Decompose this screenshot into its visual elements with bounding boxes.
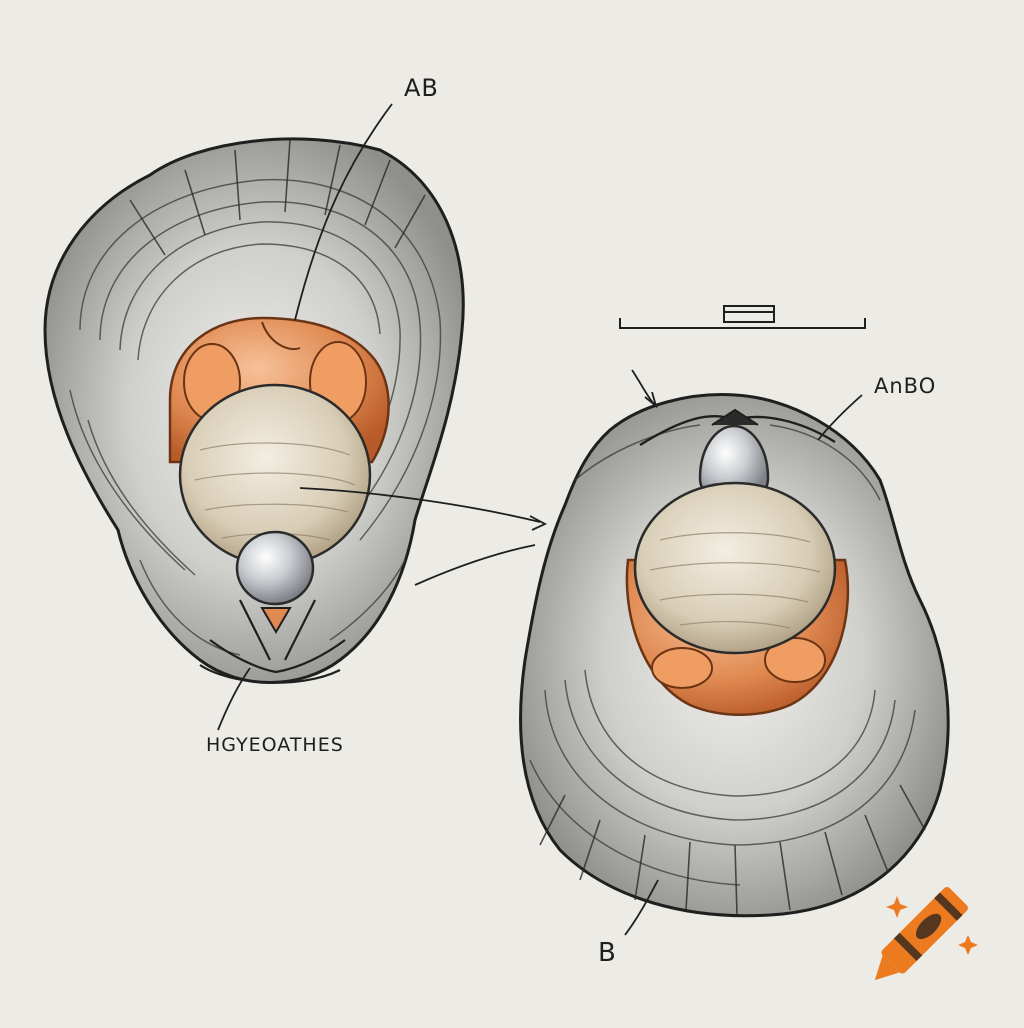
right-shell-ridges: [539, 784, 926, 916]
left-shell-ridges: [129, 139, 426, 256]
right-shell-core: [633, 481, 837, 655]
leader-anbo: [817, 394, 863, 441]
label-b: B: [598, 938, 617, 968]
leader-mid: [414, 544, 536, 586]
leader-lines: [217, 103, 863, 936]
right-muscle-lobe-left: [651, 647, 713, 689]
leader-ab: [294, 103, 393, 321]
sparkle-icon-small: [958, 935, 978, 955]
right-muscle-lobe-right: [764, 637, 826, 683]
left-hinge-folds: [199, 599, 346, 684]
left-shell: [43, 137, 465, 684]
right-hinge: [711, 408, 759, 426]
right-shell: [519, 393, 950, 918]
left-pearl: [235, 530, 315, 606]
label-ab: AB: [404, 74, 439, 102]
scale-bar: [619, 305, 866, 329]
label-hgyeoathes: HGYEOATHES: [206, 734, 344, 756]
right-shell-growth-lines: [529, 424, 916, 886]
label-anbo: AnBO: [874, 374, 937, 398]
crayon-icon: [874, 887, 968, 981]
leader-top-arrow: [631, 369, 656, 406]
sparkle-icon: [886, 896, 908, 918]
left-muscle-fold: [261, 321, 301, 350]
leader-b: [624, 879, 659, 936]
leader-core-arrow: [299, 487, 541, 523]
left-hinge: [260, 607, 292, 634]
leader-hgy: [217, 667, 251, 731]
